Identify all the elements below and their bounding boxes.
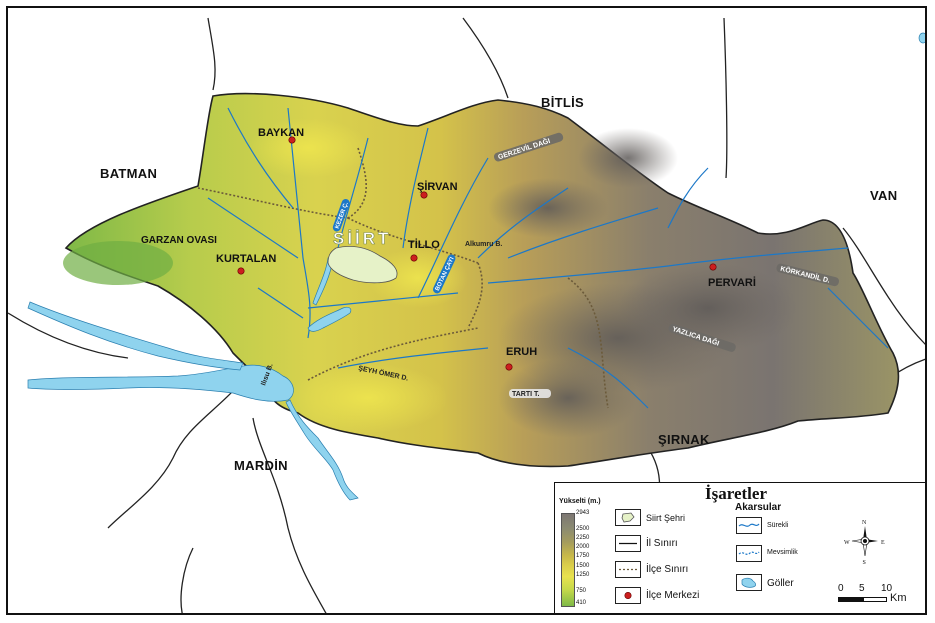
lakes (27, 32, 925, 501)
elevation-tick: 2000 (576, 544, 590, 550)
legend-lakes-label: Göller (767, 578, 794, 589)
legend-city-symbol (615, 509, 641, 526)
label-kurtalan: KURTALAN (216, 253, 276, 265)
scale-bar: 0 5 10 Km (832, 583, 925, 611)
map-legend: İşaretler Yükselti (m.) 2943 2500 2250 2… (554, 482, 925, 613)
legend-district-center-symbol (615, 587, 641, 604)
center-dot-baykan (288, 136, 296, 144)
legend-district-center-label: İlçe Merkezi (646, 590, 700, 601)
label-alkumru-b: Alkumru B. (465, 241, 502, 248)
legend-lakes-symbol (736, 574, 762, 591)
legend-district-border-symbol (615, 561, 641, 578)
compass-rose-icon: N S W E (844, 517, 886, 566)
compass-e: E (881, 540, 885, 546)
label-van: VAN (870, 188, 897, 203)
neighbor-borders (8, 17, 925, 613)
label-tarti-t: TARTI T. (512, 391, 540, 398)
label-siirt-city: SİİRT (333, 229, 391, 248)
center-dot-sirvan (420, 191, 428, 199)
legend-title: İşaretler (705, 484, 767, 503)
compass-w: W (844, 540, 850, 546)
legend-seasonal-river-symbol (736, 545, 762, 562)
scale-unit: Km (890, 592, 907, 604)
legend-province-border-symbol (615, 535, 641, 552)
label-bitlis: BİTLİS (541, 95, 584, 110)
compass-s: S (863, 560, 866, 565)
center-dot-pervari (709, 263, 717, 271)
label-batman: BATMAN (100, 166, 157, 181)
legend-permanent-river-label: Sürekli (767, 522, 789, 529)
label-mardin: MARDİN (234, 458, 288, 473)
scale-segment-black (838, 597, 864, 602)
label-garzan-ovasi: GARZAN OVASI (141, 235, 217, 246)
map-frame: BATMAN BİTLİS VAN MARDİN ŞIRNAK BAYKAN Ş… (6, 6, 927, 615)
label-pervari: PERVARİ (708, 276, 756, 289)
legend-rivers-title: Akarsular (735, 502, 782, 513)
elevation-tick: 2943 (576, 510, 590, 516)
center-dot-kurtalan (237, 267, 245, 275)
legend-permanent-river-symbol (736, 517, 762, 534)
legend-seasonal-river-label: Mevsimlik (767, 549, 798, 556)
label-baykan: BAYKAN (258, 127, 304, 139)
label-sirvan: ŞİRVAN (417, 180, 458, 193)
elevation-tick: 1500 (576, 563, 590, 569)
scale-5: 5 (859, 583, 865, 594)
rivers (207, 107, 889, 409)
legend-city-label: Siirt Şehri (646, 513, 686, 523)
center-dot-tillo (410, 254, 418, 262)
scale-10: 10 (881, 583, 893, 594)
elevation-tick: 2500 (576, 526, 590, 532)
compass-n: N (862, 520, 867, 526)
legend-district-border-label: İlçe Sınırı (646, 564, 689, 575)
elevation-tick: 410 (576, 600, 587, 606)
siirt-province-relief (63, 92, 900, 468)
label-eruh: ERUH (506, 346, 537, 358)
siirt-city-area (327, 246, 398, 284)
elevation-tick: 750 (576, 588, 587, 594)
elevation-color-ramp (561, 513, 575, 607)
elevation-tick: 1750 (576, 553, 590, 559)
scale-segment-white (863, 597, 887, 602)
label-sirnak: ŞIRNAK (658, 432, 710, 447)
district-borders (197, 147, 609, 409)
scale-0: 0 (838, 583, 844, 594)
elevation-tick: 1250 (576, 572, 590, 578)
map-canvas: BATMAN BİTLİS VAN MARDİN ŞIRNAK BAYKAN Ş… (8, 17, 925, 613)
legend-province-border-label: İl Sınırı (646, 538, 678, 549)
center-dot-eruh (505, 363, 513, 371)
elevation-tick: 2250 (576, 535, 590, 541)
elevation-title: Yükselti (m.) (559, 498, 601, 505)
label-tillo: TİLLO (408, 238, 440, 251)
